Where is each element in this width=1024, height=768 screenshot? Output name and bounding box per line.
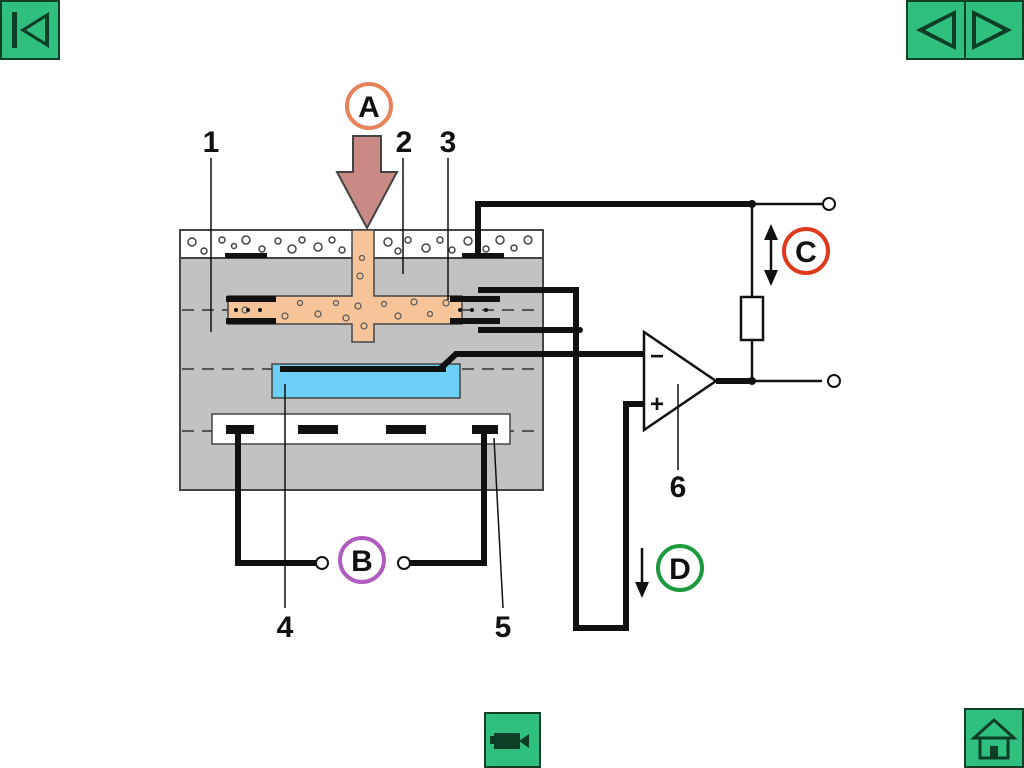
first-slide-button[interactable] [0, 0, 60, 60]
video-button[interactable] [484, 712, 541, 768]
part-label-4: 4 [277, 611, 294, 644]
video-camera-icon [490, 733, 529, 749]
top-electrode-left [225, 253, 267, 258]
callout-d-circle [656, 544, 704, 592]
callout-c-label: C [795, 236, 817, 269]
part-label-6: 6 [670, 471, 687, 504]
callout-a-circle [345, 82, 393, 130]
callout-a-label: A [358, 91, 380, 124]
callout-b-label: B [351, 545, 373, 578]
part-label-3: 3 [440, 126, 457, 159]
home-button[interactable] [964, 708, 1024, 768]
sensor-electrode [280, 366, 446, 372]
leader-lines [210, 158, 679, 609]
previous-arrow-icon [916, 10, 956, 50]
part-label-2: 2 [396, 126, 413, 159]
op-amp-plus-sign: + [650, 391, 664, 418]
part-label-1: 1 [203, 126, 220, 159]
top-electrode-right [462, 253, 504, 258]
porous-bubbles [187, 235, 533, 255]
home-icon [970, 717, 1018, 760]
terminals [315, 197, 841, 570]
arrowhead-d [635, 582, 649, 598]
wiring [235, 201, 752, 631]
resistor [739, 295, 765, 342]
next-slide-button[interactable] [964, 0, 1024, 60]
op-amp [642, 329, 719, 433]
callout-b-circle [338, 536, 386, 584]
channel-bubbles [241, 254, 450, 330]
arrowhead-up [764, 224, 778, 240]
heater-channel [211, 413, 511, 445]
gas-inflow-arrow [335, 135, 399, 231]
arrowhead-down [764, 270, 778, 286]
next-arrow-icon [972, 10, 1012, 50]
thin-wiring [750, 202, 822, 383]
callout-c-circle [782, 227, 830, 275]
side-electrodes [226, 296, 500, 324]
junction-dots [577, 200, 756, 385]
callout-d-label: D [669, 553, 691, 586]
skip-to-first-icon [12, 12, 49, 48]
part-label-5: 5 [495, 611, 512, 644]
op-amp-minus-sign: − [650, 343, 664, 370]
heater-elements [226, 425, 498, 434]
